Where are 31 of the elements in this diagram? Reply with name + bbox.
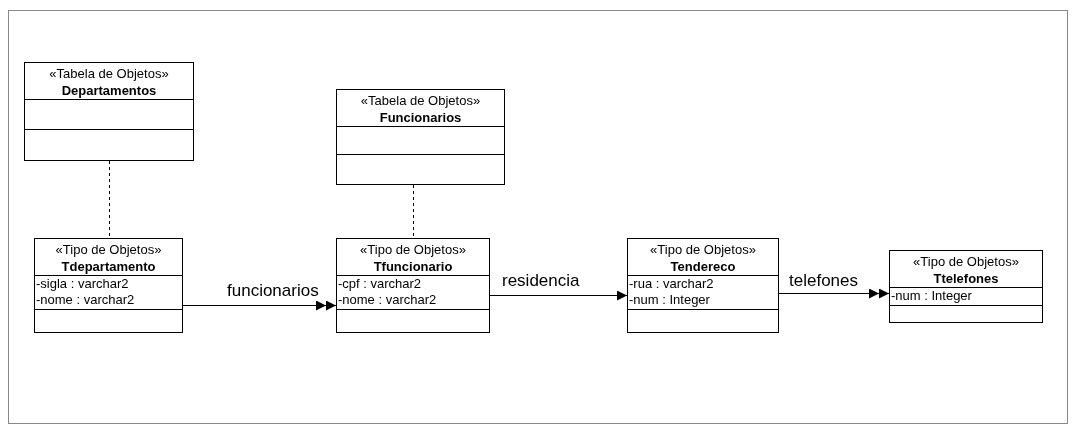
attribute-text: -nome : varchar2 — [337, 292, 438, 308]
attribute-text: -cpf : varchar2 — [337, 276, 423, 292]
class-name: Departamentos — [60, 82, 158, 99]
edge-label: telefones — [789, 271, 858, 291]
class-box — [336, 238, 490, 333]
class-box — [24, 62, 194, 161]
edge-label: funcionarios — [227, 281, 319, 301]
attribute-text: -sigla : varchar2 — [35, 276, 130, 292]
stereotype-label: «Tipo de Objetos» — [912, 253, 1020, 270]
edge-label: residencia — [502, 271, 580, 291]
stereotype-label: «Tabela de Objetos» — [48, 65, 170, 82]
class-box — [336, 89, 505, 185]
class-name: Ttelefones — [932, 270, 1000, 287]
stereotype-label: «Tipo de Objetos» — [54, 241, 163, 258]
class-name: Funcionarios — [378, 109, 463, 126]
class-name: Tfuncionario — [372, 258, 454, 275]
attribute-text: -num : Integer — [628, 292, 711, 308]
arrow — [489, 290, 628, 301]
class-box — [889, 250, 1043, 323]
attribute-text: -num : Integer — [890, 288, 973, 304]
connector-line — [109, 160, 110, 239]
class-name: Tdepartamento — [60, 258, 157, 275]
connector-line — [413, 184, 414, 239]
class-box — [627, 238, 779, 333]
class-box — [34, 238, 183, 333]
stereotype-label: «Tabela de Objetos» — [359, 92, 482, 109]
stereotype-label: «Tipo de Objetos» — [359, 241, 467, 258]
stereotype-label: «Tipo de Objetos» — [649, 241, 757, 258]
attribute-text: -rua : varchar2 — [628, 276, 715, 292]
class-name: Tendereco — [669, 258, 737, 275]
attribute-text: -nome : varchar2 — [35, 292, 136, 308]
